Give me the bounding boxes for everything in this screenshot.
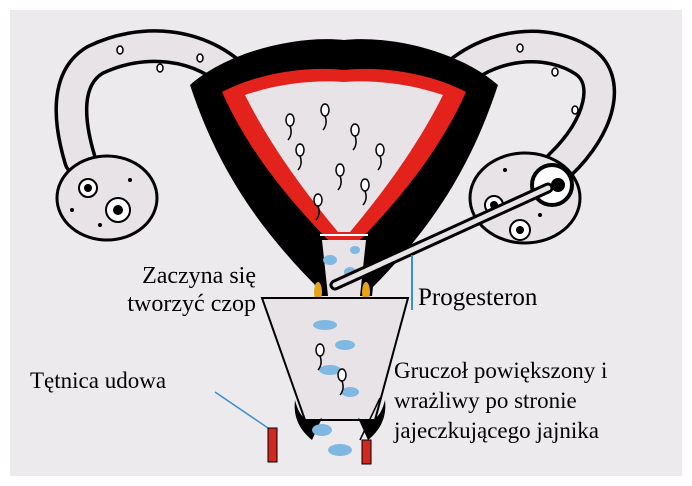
- label-czop: Zaczyna się tworzyć czop: [84, 263, 256, 318]
- left-ovary: [57, 156, 157, 240]
- label-czop-line2: tworzyć czop: [84, 291, 256, 319]
- label-gruczol-line1: Gruczoł powiększony i: [394, 356, 607, 386]
- label-gruczol-line3: jajeczkującego jajnika: [394, 416, 607, 446]
- label-czop-line1: Zaczyna się: [84, 263, 256, 291]
- vagina: [262, 298, 408, 456]
- label-gruczol: Gruczoł powiększony i wrażliwy po stroni…: [394, 356, 607, 446]
- label-gruczol-line2: wrażliwy po stronie: [394, 386, 607, 416]
- label-progesteron: Progesteron: [418, 284, 537, 313]
- label-tetnica: Tętnica udowa: [30, 368, 166, 394]
